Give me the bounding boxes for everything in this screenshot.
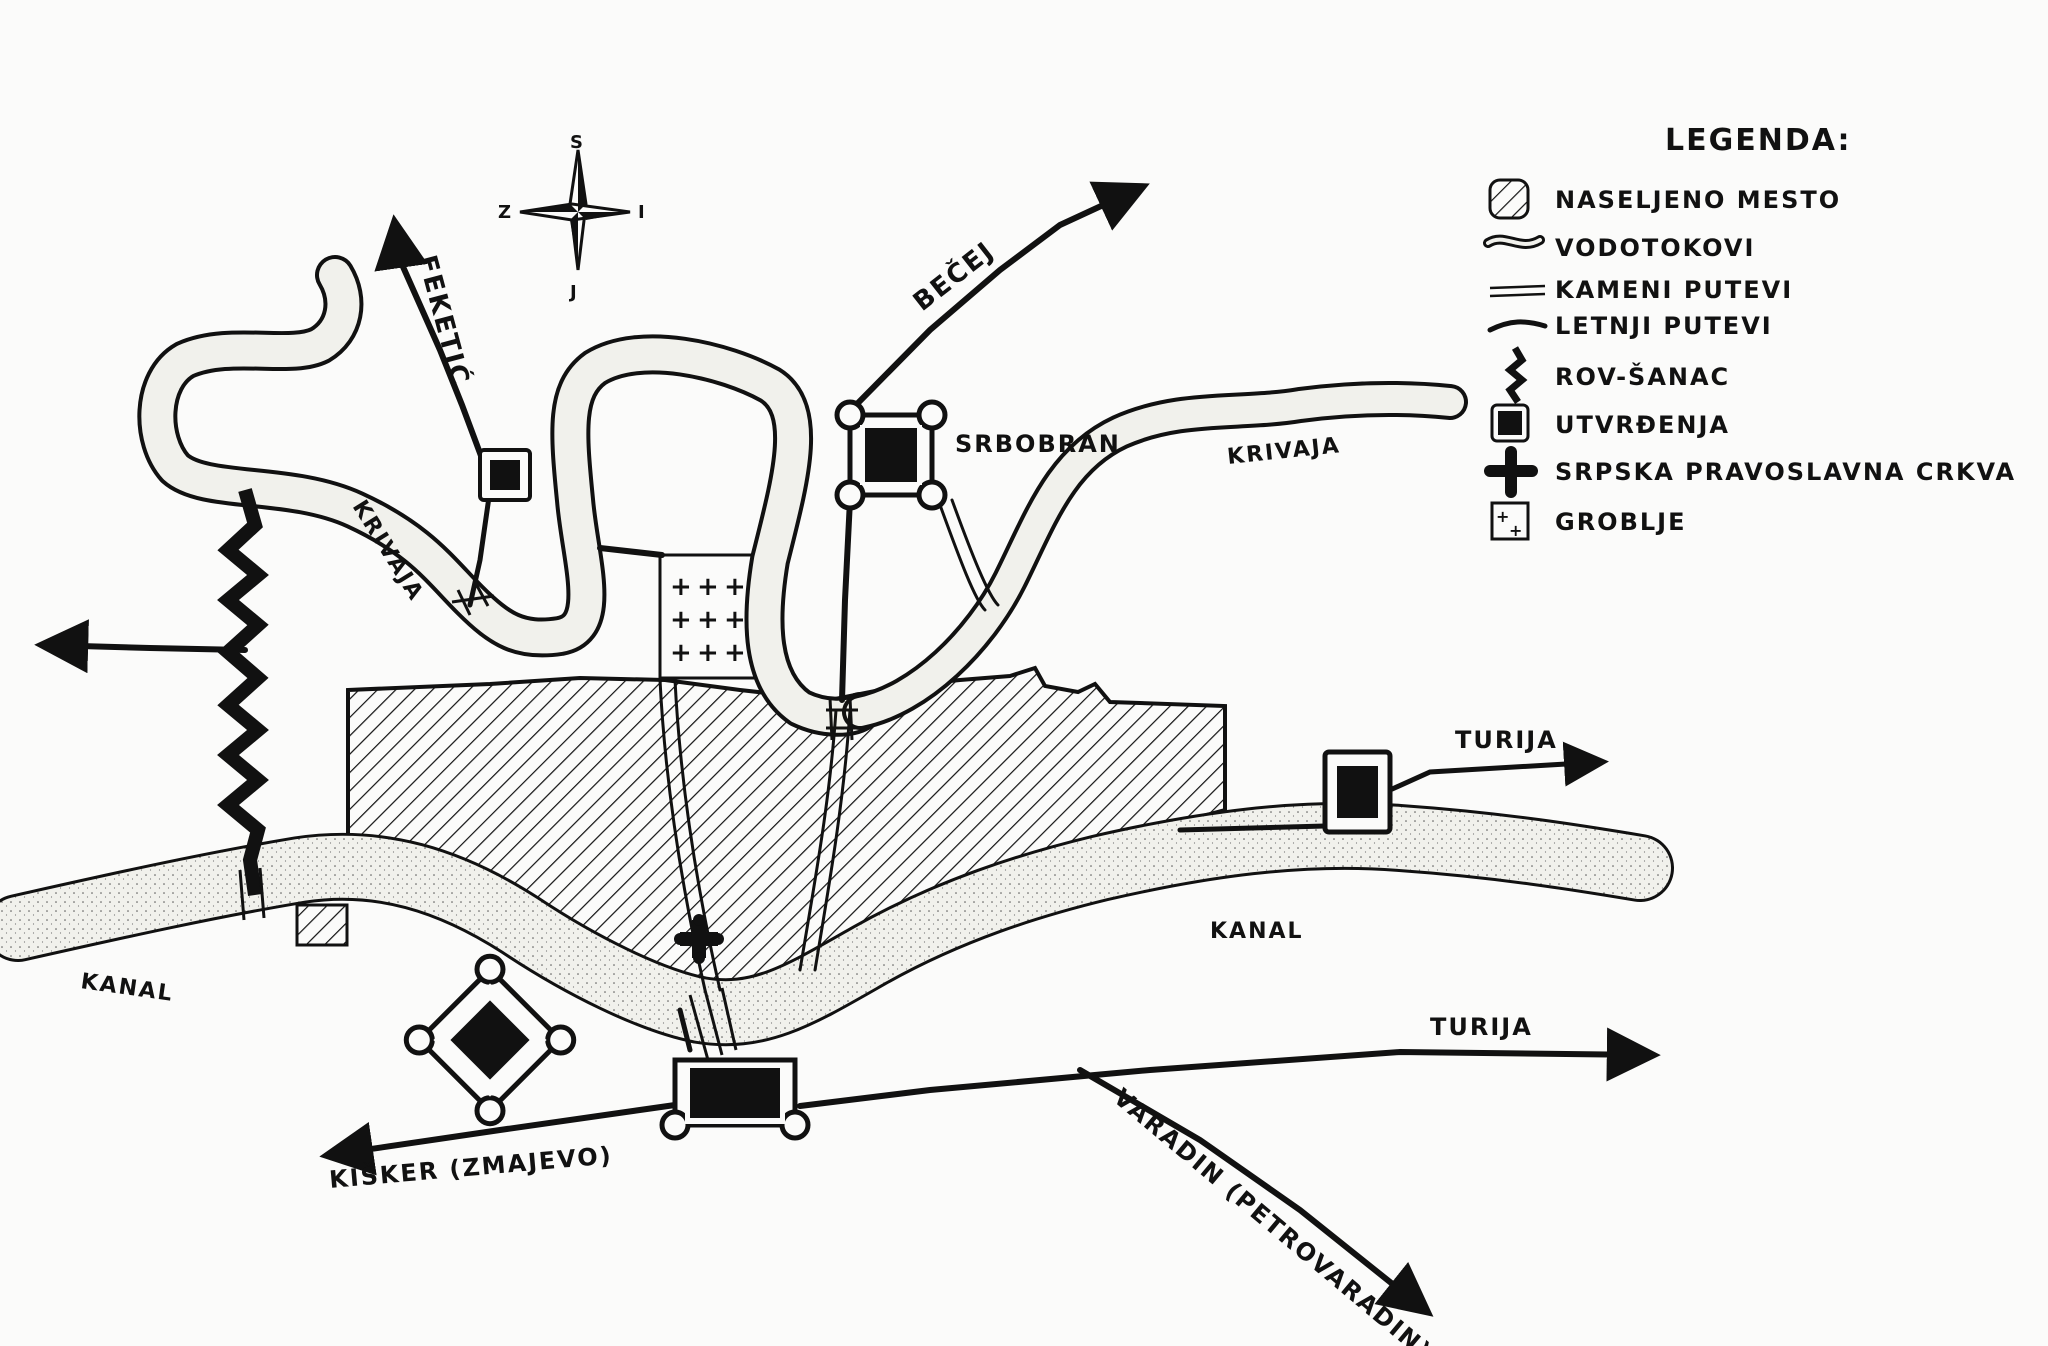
stone-road-icon: [1489, 284, 1546, 298]
legend-label-watercourse: VODOTOKOVI: [1555, 234, 1755, 262]
svg-text:+: +: [670, 572, 692, 602]
krivaja-river-west: [137, 255, 880, 737]
compass-west: Z: [498, 202, 513, 223]
compass-east: I: [638, 202, 647, 223]
fort-feketic: [478, 448, 532, 502]
svg-text:+: +: [670, 605, 692, 635]
legend-title: LEGENDA:: [1665, 123, 1852, 158]
svg-text:+: +: [724, 572, 746, 602]
legend-label-stone-road: KAMENI PUTEVI: [1555, 276, 1793, 304]
krivaja-river-east: [842, 380, 1468, 730]
legend: LEGENDA: NASELJENO MESTO VODOTOKOVI KAME…: [1483, 123, 2016, 541]
svg-text:+: +: [697, 638, 719, 668]
compass-north: S: [570, 132, 585, 153]
svg-text:+: +: [697, 605, 719, 635]
cemetery: +++ +++ +++: [658, 553, 762, 680]
compass-south: J: [568, 282, 579, 303]
label-becej: BEČEJ: [907, 234, 1001, 317]
svg-text:+: +: [1496, 507, 1509, 526]
svg-text:+: +: [724, 605, 746, 635]
fort-srbobran: [834, 399, 948, 511]
svg-text:+: +: [1509, 521, 1522, 540]
watercourse-icon: [1483, 234, 1545, 249]
fort-south: [659, 1057, 811, 1141]
label-turija-upper: TURIJA: [1455, 726, 1558, 754]
legend-label-trench: ROV-ŠANAC: [1555, 361, 1730, 391]
svg-text:+: +: [697, 572, 719, 602]
trench-icon: [1504, 346, 1528, 404]
bridges: [238, 581, 858, 1061]
legend-label-cemetery: GROBLJE: [1555, 508, 1687, 536]
settlement-icon: [1488, 178, 1530, 220]
label-srbobran: SRBOBRAN: [955, 430, 1121, 458]
label-feketic: FEKETIĆ: [411, 252, 477, 390]
orthodox-church-icon: [1484, 446, 1538, 498]
label-turija-lower: TURIJA: [1430, 1013, 1533, 1041]
summer-road-icon: [1487, 319, 1548, 333]
label-varadin: VARADIN (PETROVARADIN): [1108, 1083, 1437, 1346]
fortification-icon: [1490, 403, 1530, 443]
fort-southwest: [403, 953, 577, 1127]
legend-label-orthodox-church: SRPSKA PRAVOSLAVNA CRKVA: [1555, 458, 2016, 486]
label-kanal-west: KANAL: [79, 969, 175, 1007]
label-kanal-east: KANAL: [1210, 919, 1304, 944]
compass-rose: S J Z I: [498, 132, 647, 303]
orthodox-church: [674, 914, 724, 964]
legend-label-fortification: UTVRĐENJA: [1555, 411, 1730, 439]
fort-turija: [1322, 749, 1393, 835]
cemetery-icon: + +: [1490, 501, 1530, 541]
legend-label-summer-road: LETNJI PUTEVI: [1555, 312, 1773, 340]
legend-label-settlement: NASELJENO MESTO: [1555, 186, 1841, 214]
svg-text:+: +: [724, 638, 746, 668]
roads: [34, 181, 1661, 1317]
trench: [217, 488, 269, 896]
svg-text:+: +: [670, 638, 692, 668]
kanal-canal: [0, 801, 1674, 1047]
label-krivaja-east: KRIVAJA: [1226, 433, 1342, 470]
